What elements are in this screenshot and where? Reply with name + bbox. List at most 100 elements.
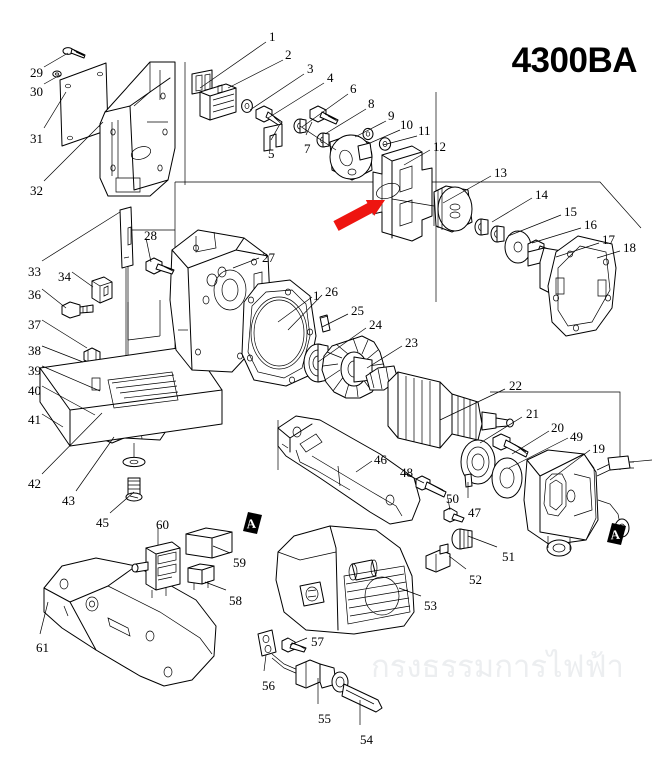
callout-leader-27 — [232, 257, 260, 269]
callout-number-27: 27 — [262, 250, 275, 265]
callout-leader-19 — [549, 449, 591, 481]
part-51-cap — [451, 528, 473, 550]
section-marker-a: A — [243, 512, 262, 534]
part-52-switch-terminal — [425, 543, 451, 573]
callout-number-60: 60 — [156, 517, 169, 532]
callout-number-59: 59 — [233, 555, 246, 570]
callout-leader-24 — [317, 327, 367, 363]
part-26-housing-cover — [241, 279, 317, 387]
part-12-yoke-plate — [372, 145, 433, 242]
callout-leader-45 — [109, 491, 135, 514]
callout-number-57: 57 — [311, 634, 324, 649]
part-46-handle-frame — [277, 415, 421, 525]
part-20-bolt — [492, 433, 529, 458]
callout-number-1: 1 — [269, 29, 276, 44]
callout-number-43: 43 — [62, 493, 75, 508]
part-54-shaft — [341, 683, 383, 713]
model-title: 4300BA — [511, 41, 638, 80]
callout-leader-13 — [442, 175, 492, 204]
callout-leader-33 — [41, 211, 121, 262]
callout-number-21: 21 — [526, 406, 539, 421]
callout-number-49: 49 — [570, 429, 583, 444]
callout-leader-22 — [439, 388, 506, 421]
part-50-screw — [443, 507, 465, 523]
callout-number-45: 45 — [96, 515, 109, 530]
part-45-screw — [125, 477, 143, 502]
callout-number-7: 7 — [304, 141, 311, 156]
part-47-key — [464, 473, 473, 488]
callout-number-12: 12 — [433, 139, 446, 154]
callout-number-42: 42 — [28, 476, 41, 491]
callout-leader-52 — [448, 555, 467, 570]
callout-leader-8 — [324, 108, 367, 135]
part-48-screw — [415, 475, 447, 498]
callout-leader-31 — [43, 91, 67, 129]
part-30-washer — [52, 70, 62, 78]
callout-leader-20 — [511, 430, 550, 455]
callout-number-8: 8 — [368, 96, 375, 111]
callout-leader-26 — [287, 294, 323, 331]
callout-number-1: 1 — [313, 288, 320, 303]
part-57-screw — [281, 637, 307, 653]
part-21-bearing — [460, 439, 496, 485]
callout-leader-40 — [41, 385, 96, 416]
part-14-bearing — [474, 218, 489, 236]
callout-number-17: 17 — [602, 232, 615, 247]
callout-leader-1 — [277, 296, 313, 323]
callout-leader-41 — [41, 413, 64, 428]
callout-leader-34 — [71, 271, 94, 288]
part-56-terminal-plate — [257, 629, 277, 657]
callout-number-46: 46 — [374, 452, 387, 467]
callout-number-37: 37 — [28, 317, 41, 332]
callout-leader-61 — [39, 601, 49, 635]
callout-leader-7 — [305, 121, 313, 136]
part-49-seal — [491, 457, 523, 499]
callout-leader-29 — [43, 52, 69, 68]
callout-number-36: 36 — [28, 287, 41, 302]
part-8-bolt — [309, 105, 339, 125]
callout-leader-30 — [43, 74, 61, 85]
callout-number-34: 34 — [58, 269, 71, 284]
part-22-armature — [365, 365, 514, 449]
callout-number-54: 54 — [360, 732, 373, 747]
callout-number-50: 50 — [446, 491, 459, 506]
callout-leader-12 — [403, 149, 431, 166]
callout-number-53: 53 — [424, 598, 437, 613]
callout-number-31: 31 — [30, 131, 43, 146]
part-36-screw — [61, 301, 94, 319]
callout-number-11: 11 — [418, 123, 431, 138]
part-eccentric-disc — [299, 125, 373, 181]
callout-number-16: 16 — [584, 217, 597, 232]
callout-leader-21 — [479, 416, 523, 444]
part-15-washer — [504, 230, 532, 264]
callout-leader-2 — [227, 59, 284, 89]
callout-number-52: 52 — [469, 572, 482, 587]
callout-number-41: 41 — [28, 412, 41, 427]
part-2-shoe-bracket — [199, 83, 237, 121]
callout-leader-lines — [39, 41, 621, 725]
red-pointer-arrow-shape — [333, 200, 385, 231]
callout-leader-16 — [531, 227, 582, 244]
svg-text:A: A — [246, 516, 257, 532]
callout-number-33: 33 — [28, 264, 41, 279]
callout-leader-14 — [491, 197, 533, 223]
watermark-text: กรงธรรมการไฟฟ้า — [371, 649, 624, 684]
callout-number-55: 55 — [318, 711, 331, 726]
callout-leader-49 — [508, 437, 569, 469]
svg-text:A: A — [610, 527, 621, 543]
callout-leader-6 — [301, 93, 349, 128]
callout-number-40: 40 — [28, 383, 41, 398]
callout-number-5: 5 — [268, 146, 275, 161]
callout-number-15: 15 — [564, 204, 577, 219]
callout-leader-59 — [212, 545, 231, 554]
callout-leader-42 — [41, 412, 103, 475]
callout-number-29: 29 — [30, 65, 43, 80]
part-58-suppressor — [187, 563, 215, 590]
callout-leader-58 — [204, 581, 227, 591]
callout-number-24: 24 — [369, 317, 382, 332]
callout-leader-43 — [75, 436, 115, 492]
part-6-collar — [316, 132, 330, 148]
callout-number-32: 32 — [30, 183, 43, 198]
